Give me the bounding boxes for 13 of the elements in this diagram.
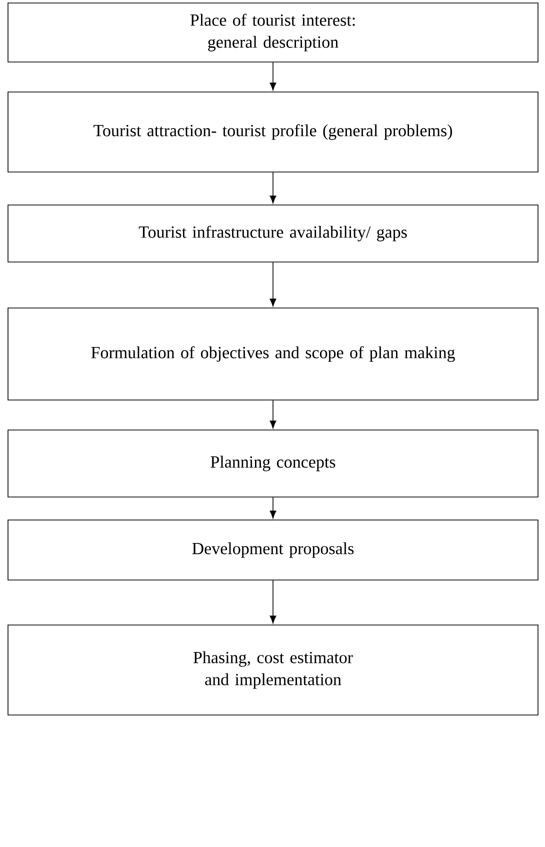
process-box: Place of tourist interest: general description: [8, 2, 538, 62]
arrow: [270, 62, 276, 90]
arrow: [270, 400, 276, 428]
process-box: Phasing, cost estimator and implementation: [8, 624, 538, 716]
arrow: [270, 172, 276, 204]
process-box: Tourist attraction- tourist profile (general problems): [8, 92, 538, 172]
arrow: [270, 497, 276, 518]
arrow: [270, 262, 276, 306]
process-box: Planning concepts: [8, 430, 538, 498]
process-box: Development proposals: [8, 520, 538, 580]
process-box: Tourist infrastructure availability/ gaps: [8, 204, 538, 262]
process-box: Formulation of objectives and scope of plan making: [8, 308, 538, 400]
arrow: [270, 580, 276, 624]
